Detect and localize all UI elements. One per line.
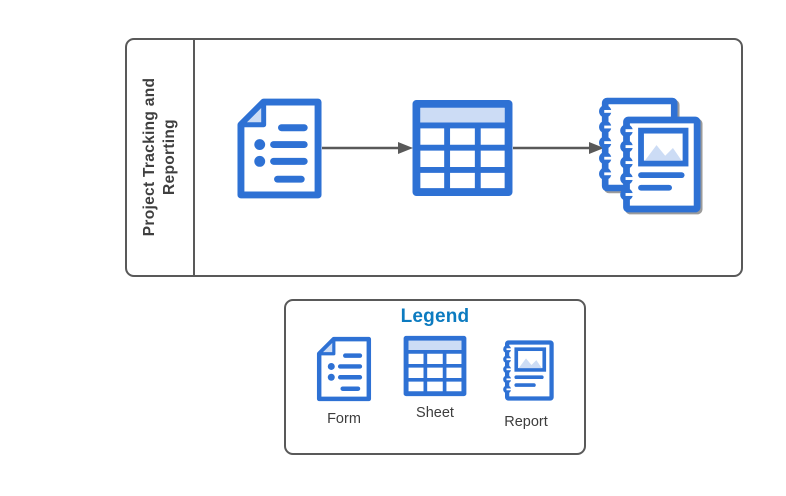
connector-arrow-sheet-to-report — [513, 140, 605, 156]
report-icon — [612, 116, 701, 213]
form-icon — [236, 97, 323, 200]
legend-label-sheet: Sheet — [416, 405, 454, 421]
legend-row: Form Sheet — [286, 328, 584, 430]
legend-item-report: Report — [498, 335, 554, 430]
lane-header-strip: Project Tracking and Reporting — [127, 40, 195, 275]
report-icon — [498, 335, 554, 406]
sheet-icon — [403, 335, 467, 397]
legend-title: Legend — [400, 306, 470, 327]
form-node — [236, 97, 323, 200]
sheet-icon — [411, 99, 514, 197]
connector-arrow-form-to-sheet — [322, 140, 414, 156]
legend-label-form: Form — [327, 411, 361, 427]
lane-title: Project Tracking and Reporting — [141, 77, 178, 237]
legend-item-form: Form — [316, 335, 372, 427]
legend-panel: Legend Form — [284, 299, 586, 455]
report-node — [612, 116, 701, 213]
legend-label-report: Report — [504, 414, 548, 430]
legend-item-sheet: Sheet — [403, 335, 467, 421]
form-icon — [316, 335, 372, 403]
sheet-node — [411, 99, 514, 197]
